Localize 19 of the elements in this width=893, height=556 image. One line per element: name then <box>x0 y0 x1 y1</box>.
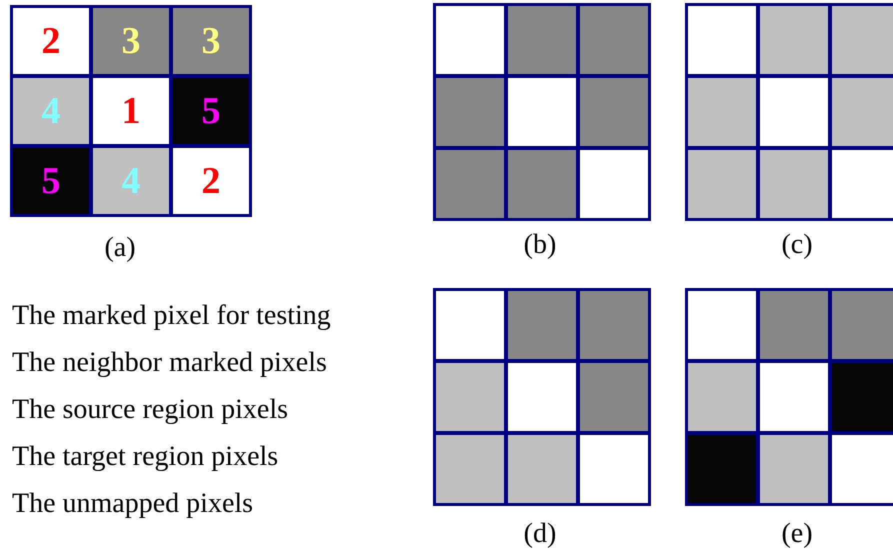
pixel-label: 3 <box>122 22 140 60</box>
panel-caption: (e) <box>781 518 813 550</box>
pixel-label: 2 <box>202 162 220 200</box>
legend-text: The unmapped pixels <box>12 488 254 520</box>
pixel-label: 4 <box>122 162 140 200</box>
pixel-label: 3 <box>202 22 220 60</box>
panel-caption: (b) <box>524 229 556 261</box>
legend-text: The source region pixels <box>12 394 290 426</box>
pixel-label: 5 <box>42 162 60 200</box>
pixel-label: 4 <box>42 92 60 130</box>
legend-text: The neighbor marked pixels <box>12 347 328 379</box>
panel-caption: (a) <box>104 232 136 264</box>
legend-text: The marked pixel for testing <box>12 300 331 332</box>
legend-text: The target region pixels <box>12 441 280 473</box>
panel-caption: (c) <box>781 229 813 261</box>
pixel-label: 5 <box>202 92 220 130</box>
pixel-label: 2 <box>42 22 60 60</box>
pixel-label: 1 <box>122 92 140 130</box>
panel-caption: (d) <box>524 518 556 550</box>
